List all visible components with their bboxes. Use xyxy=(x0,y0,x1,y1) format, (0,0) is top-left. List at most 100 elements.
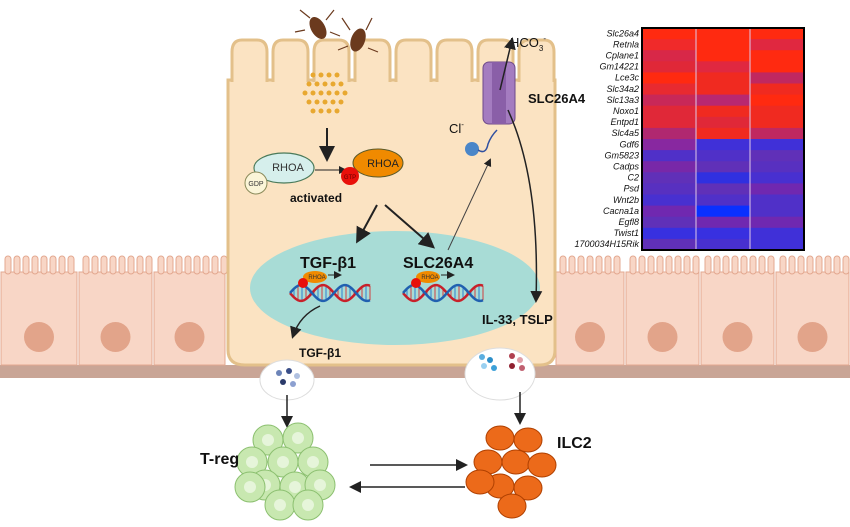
rhoa-bound-icon xyxy=(303,271,327,283)
heatmap-cell xyxy=(696,139,751,151)
epithelial-cell xyxy=(78,255,153,366)
heatmap-gene-label: Cacna1a xyxy=(603,206,639,216)
secretion-arrow xyxy=(290,305,321,339)
heatmap-cell xyxy=(642,127,697,140)
epithelial-cell xyxy=(153,255,228,366)
epithelial-cell xyxy=(775,255,850,366)
heatmap-cell xyxy=(696,183,751,195)
heatmap-cell xyxy=(750,205,805,218)
heatmap-gene-label: Retnla xyxy=(613,39,639,49)
heatmap-gene-label: Entpd1 xyxy=(610,117,639,127)
heatmap-cell xyxy=(642,28,697,40)
rhoa-inactive-label: RHOA xyxy=(272,162,304,174)
heatmap-cell xyxy=(642,238,697,251)
heatmap-cell xyxy=(642,94,697,107)
arrow-to-tgfb1 xyxy=(356,204,378,244)
heatmap-cell xyxy=(696,83,751,96)
heatmap-cell xyxy=(750,28,805,40)
rhoa-active-label: RHOA xyxy=(367,158,399,170)
epithelial-cell xyxy=(555,255,625,366)
heatmap-gene-label: Wnt2b xyxy=(613,195,639,205)
heatmap-cell xyxy=(750,83,805,96)
chloride-ion-icon xyxy=(465,142,479,156)
cell-nucleus xyxy=(24,322,54,352)
heatmap-cell xyxy=(696,194,751,207)
treg-label: T-reg xyxy=(200,451,239,468)
cell-nucleus xyxy=(797,322,828,352)
gene-expression-heatmap: Slc26a4RetnlaCplane1Gm14221Lce3cSlc34a2S… xyxy=(574,27,805,251)
ilc2-cell xyxy=(501,449,531,475)
gene-slc26a4-label: SLC26A4 xyxy=(403,255,473,272)
heatmap-cell xyxy=(750,39,805,51)
heatmap-gene-label: Psd xyxy=(623,184,640,194)
gene-tgfb1-label: TGF-β1 xyxy=(300,255,356,272)
heatmap-gene-label: C2 xyxy=(627,173,639,183)
epithelial-cell xyxy=(700,255,775,366)
ilc2-cell xyxy=(527,452,557,478)
heatmap-gene-label: Slc4a5 xyxy=(611,128,640,138)
heatmap-cell xyxy=(750,161,805,173)
rhoa-bound-icon xyxy=(416,271,440,283)
heatmap-gene-label: Slc34a2 xyxy=(606,84,639,94)
heatmap-cell xyxy=(696,127,751,140)
heatmap-cell xyxy=(642,116,697,129)
epithelial-cell xyxy=(625,255,700,366)
basement-membrane xyxy=(0,365,850,378)
dna-rhoa-label: RHOA xyxy=(308,275,325,281)
treg-cells-icon xyxy=(234,422,336,521)
cell-nucleus xyxy=(575,322,605,352)
dna-rhoa-label: RHOA xyxy=(421,275,438,281)
heatmap-cell xyxy=(696,216,751,229)
heatmap-gene-label: Gm5823 xyxy=(604,150,639,160)
cell-nucleus xyxy=(174,322,205,352)
epithelial-cell xyxy=(0,255,78,366)
allergen-particles xyxy=(302,72,348,114)
ilc2-label: ILC2 xyxy=(557,435,592,452)
transporter-label: SLC26A4 xyxy=(528,91,586,106)
nucleus xyxy=(250,231,540,345)
heatmap-cell xyxy=(642,172,697,184)
heatmap-gene-label: Egfl8 xyxy=(618,217,639,227)
heatmap-gene-label: Cadps xyxy=(613,162,640,172)
dna-icon: RHOA xyxy=(402,271,484,303)
cell-nucleus xyxy=(722,322,753,352)
arrow-to-cytokines xyxy=(507,109,543,303)
gtp-label: GTP xyxy=(344,175,356,181)
heatmap-cell xyxy=(696,205,751,218)
heatmap-cell xyxy=(750,94,805,107)
ilc2-cell xyxy=(513,427,543,453)
secreted-tgfb1-label: TGF-β1 xyxy=(299,346,341,360)
heatmap-cell xyxy=(750,72,805,84)
heatmap-gene-label: Slc13a3 xyxy=(606,95,639,105)
dna-icon: RHOA xyxy=(289,271,371,303)
hco3-arrow xyxy=(499,37,516,91)
heatmap-gene-label: Slc26a4 xyxy=(606,28,639,38)
heatmap-gene-label: Twist1 xyxy=(614,228,639,238)
ilc2-cell xyxy=(497,493,527,519)
epithelial-cells xyxy=(0,255,850,366)
heatmap-cell xyxy=(750,116,805,129)
heatmap-cell xyxy=(750,150,805,162)
heatmap-cell xyxy=(750,183,805,195)
heatmap-cell xyxy=(642,150,697,162)
heatmap-cell xyxy=(750,139,805,151)
cytokines-label: IL-33, TSLP xyxy=(482,312,553,327)
activated-label: activated xyxy=(290,191,342,205)
cell-nucleus xyxy=(647,322,678,352)
heatmap-cell xyxy=(750,216,805,229)
heatmap-gene-label: Gdf6 xyxy=(619,139,639,149)
tgfb1-vesicle xyxy=(259,359,315,401)
arrow-to-slc26a4 xyxy=(384,204,436,249)
ilc2-cells-icon xyxy=(465,425,557,519)
cell-nucleus xyxy=(100,322,131,352)
heatmap-cell xyxy=(696,28,751,40)
heatmap-cell xyxy=(696,161,751,173)
heatmap-cell xyxy=(696,94,751,107)
heatmap-cell xyxy=(750,50,805,62)
heatmap-gene-label: 1700034H15Rik xyxy=(574,239,639,249)
heatmap-cell xyxy=(750,105,805,118)
gdp-label: GDP xyxy=(248,181,264,188)
cytokine-vesicle xyxy=(464,347,536,401)
heatmap-cell xyxy=(642,83,697,96)
